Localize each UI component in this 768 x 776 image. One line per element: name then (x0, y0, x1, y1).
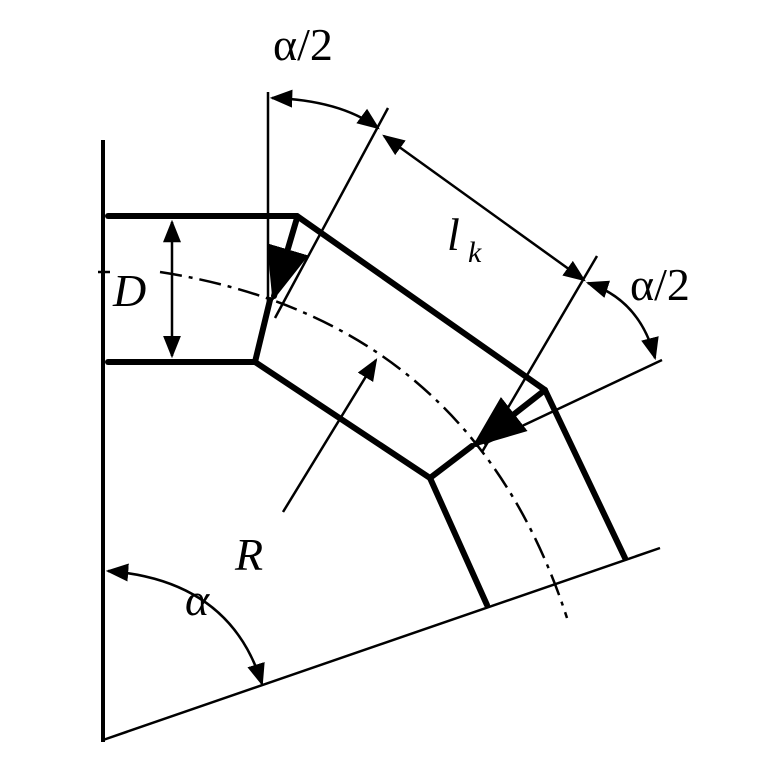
angle-label: α (185, 574, 210, 625)
bottom-slanted-line (102, 546, 661, 742)
radius-arrow (281, 358, 378, 513)
angle-arc (105, 563, 265, 687)
segment-2-extension-left (273, 107, 390, 319)
centerline-arc (159, 270, 569, 619)
segment-length-subscript: k (468, 236, 482, 269)
diameter-label: D (112, 265, 146, 316)
miter-2-lower (427, 443, 475, 481)
segment-3-right-edge (542, 387, 628, 561)
segment-3-left-edge (427, 475, 490, 608)
half-angle-right-label: α/2 (630, 259, 690, 310)
half-angle-top-arc (269, 89, 380, 130)
miter-1-upper-arrow (267, 215, 309, 302)
miter-2-upper-arrow (471, 387, 548, 448)
segment-2-bottom-edge (252, 359, 433, 481)
segment-3-extension-line (483, 358, 663, 446)
segment-length-arrow (382, 134, 586, 282)
segment-length-label: l (447, 209, 460, 260)
segment-2-top-edge (294, 213, 548, 393)
segment-2-extension-right (480, 255, 599, 453)
radius-label: R (234, 529, 263, 580)
half-angle-top-label: α/2 (273, 19, 333, 70)
miter-1-lower (252, 297, 273, 365)
half-angle-right-arc (585, 280, 659, 361)
